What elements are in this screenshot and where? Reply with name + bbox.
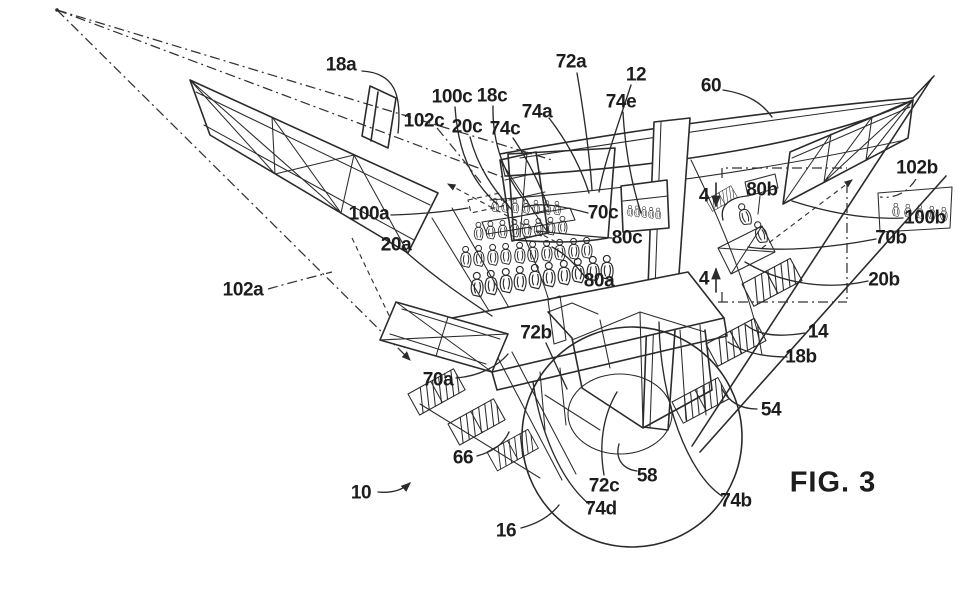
ref-label-80c: 80c (611, 227, 643, 249)
ref-label-74e: 74e (605, 91, 637, 113)
figure-caption: FIG. 3 (789, 466, 877, 499)
section-marker-down: 4 (698, 185, 710, 207)
ref-label-70a: 70a (422, 369, 454, 391)
ref-label-16: 16 (495, 520, 517, 542)
ref-label-80a: 80a (583, 270, 615, 292)
ref-label-18a: 18a (325, 54, 357, 76)
ref-label-80b: 80b (746, 179, 778, 201)
right-upper-seat-box (877, 186, 953, 233)
ref-label-102c: 102c (403, 110, 445, 132)
projection-sightlines (55, 8, 553, 361)
ref-label-18c: 18c (476, 85, 508, 107)
ref-label-74d: 74d (585, 498, 617, 520)
ref-label-60: 60 (700, 75, 722, 97)
central-box-and-ring (521, 295, 743, 548)
ref-label-74c: 74c (489, 118, 521, 140)
seat-mechanism-detail (705, 173, 853, 275)
ref-label-20a: 20a (380, 234, 412, 256)
ref-label-58: 58 (636, 465, 658, 487)
ref-label-74a: 74a (521, 101, 553, 123)
ref-label-12: 12 (625, 64, 647, 86)
right-screen-truss (691, 77, 947, 453)
lower-left-seat-modules (407, 368, 541, 479)
ref-label-100c: 100c (431, 86, 473, 108)
ref-label-54: 54 (760, 399, 782, 421)
section-marker-up: 4 (698, 268, 710, 290)
ref-label-74b: 74b (720, 490, 752, 512)
ref-label-100b: 100b (904, 207, 946, 229)
ref-label-20c: 20c (451, 116, 483, 138)
ref-label-72c: 72c (588, 475, 620, 497)
ref-label-72b: 72b (520, 322, 552, 344)
ref-label-100a: 100a (348, 203, 390, 225)
ref-label-70b: 70b (875, 227, 907, 249)
ref-label-10: 10 (350, 482, 372, 504)
ref-label-102a: 102a (222, 279, 264, 301)
ref-label-102b: 102b (896, 157, 938, 179)
ref-label-66: 66 (452, 447, 474, 469)
ref-label-70c: 70c (587, 202, 619, 224)
leader-lines (361, 70, 917, 529)
section-cut-box (711, 167, 848, 303)
ref-label-14: 14 (807, 321, 829, 343)
ref-label-20b: 20b (868, 269, 900, 291)
mid-left-screen (379, 301, 509, 373)
ref-label-72a: 72a (555, 51, 587, 73)
ref-label-18b: 18b (785, 346, 817, 368)
assembly-arrow (377, 482, 411, 493)
